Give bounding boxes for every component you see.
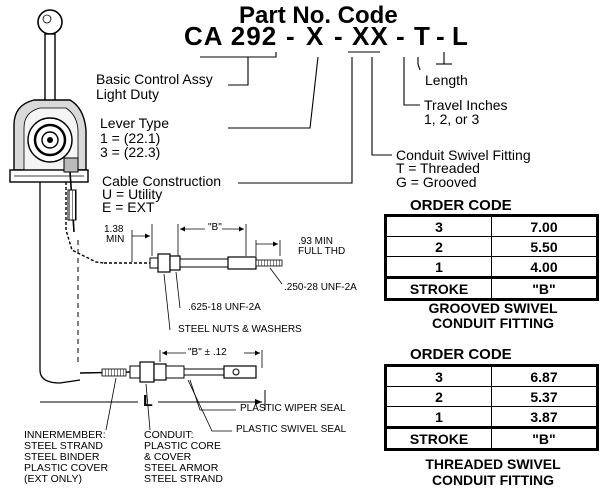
dim-l: L	[143, 393, 153, 410]
order-code: 2	[385, 386, 492, 407]
dim-138-min: MIN	[106, 234, 125, 245]
cable-utility: U = Utility	[102, 186, 163, 202]
table-footer-row: STROKE "B"	[385, 276, 598, 300]
travel-inches-label: Travel Inches	[424, 97, 508, 113]
lever-type-3: 3 = (22.3)	[100, 144, 161, 160]
stroke-value: 7.00	[491, 215, 598, 237]
order-code: 3	[385, 365, 492, 387]
stroke-value: 4.00	[491, 256, 598, 278]
conduit-threaded: T = Threaded	[396, 160, 480, 176]
part-code-title: Part No. Code	[239, 2, 398, 29]
stroke-value: 3.87	[491, 406, 598, 428]
grooved-order-table: 3 7.00 2 5.50 1 4.00 STROKE "B"	[384, 214, 599, 301]
lever-type-1: 1 = (22.1)	[100, 130, 161, 146]
inner-member-3: STEEL BINDER	[24, 451, 100, 463]
table-row: 3 6.87	[385, 365, 598, 387]
dim-b-tol: "B" ± .12	[188, 347, 227, 358]
threaded-cable-assembly	[79, 350, 263, 432]
steel-nuts-label: STEEL NUTS & WASHERS	[178, 324, 302, 335]
conduit-note-4: STEEL ARMOR	[144, 462, 219, 474]
stroke-value: 5.50	[491, 236, 598, 257]
basic-assy-label: Basic Control Assy	[96, 71, 213, 87]
table-row: 2 5.37	[385, 386, 598, 407]
cable-lower	[39, 182, 81, 384]
thread-250: .250-28 UNF-2A	[284, 282, 357, 293]
lever-type-label: Lever Type	[100, 115, 170, 131]
stroke-symbol: "B"	[491, 276, 598, 300]
thread-625: .625-18 UNF-2A	[188, 302, 261, 313]
conduit-note-5: STEEL STRAND	[144, 473, 223, 485]
code-leader-lines	[200, 51, 452, 184]
code-l: L	[452, 21, 469, 51]
light-duty-label: Light Duty	[96, 86, 160, 102]
code-dash-4: -	[436, 21, 446, 51]
dim-full-thd: FULL THD	[298, 246, 346, 257]
code-t: T	[414, 21, 431, 51]
threaded-order-code-heading: ORDER CODE	[410, 346, 512, 363]
table-row: 1 3.87	[385, 406, 598, 428]
conduit-note-2: PLASTIC CORE	[144, 440, 222, 452]
travel-options: 1, 2, or 3	[424, 111, 480, 127]
inner-member-2: STEEL STRAND	[24, 440, 103, 452]
dim-138: 1.38	[104, 224, 124, 235]
threaded-caption-1: THREADED SWIVEL	[425, 456, 561, 472]
order-code: 1	[385, 406, 492, 428]
dim-b: "B"	[208, 222, 222, 233]
control-lever	[37, 9, 63, 107]
conduit-swivel-label: Conduit Swivel Fitting	[396, 147, 531, 163]
cable-ext: E = EXT	[102, 199, 155, 215]
stroke-symbol: "B"	[491, 426, 598, 450]
wiper-seal-label: PLASTIC WIPER SEAL	[240, 403, 346, 414]
code-dash-1: -	[286, 21, 296, 51]
stroke-label: STROKE	[385, 276, 492, 300]
threaded-caption-2: CONDUIT FITTING	[431, 472, 555, 488]
code-dash-3: -	[396, 21, 406, 51]
inner-member-5: (EXT ONLY)	[24, 473, 82, 485]
cable-loop	[65, 182, 105, 264]
table-row: 3 7.00	[385, 215, 598, 237]
grooved-caption-1: GROOVED SWIVEL	[428, 300, 558, 316]
table-row: 2 5.50	[385, 236, 598, 257]
control-housing	[9, 99, 89, 233]
inner-member-4: PLASTIC COVER	[24, 462, 109, 474]
table-footer-row: STROKE "B"	[385, 426, 598, 450]
stroke-label: STROKE	[385, 426, 492, 450]
code-dash-2: -	[334, 21, 344, 51]
order-code: 3	[385, 215, 492, 237]
table-row: 1 4.00	[385, 256, 598, 278]
grooved-cable-assembly	[104, 224, 283, 331]
dim-93-min: .93 MIN	[298, 236, 334, 247]
grooved-caption-2: CONDUIT FITTING	[431, 315, 555, 331]
length-dimension	[40, 390, 266, 410]
conduit-grooved: G = Grooved	[396, 174, 477, 190]
conduit-note-1: CONDUIT:	[144, 429, 194, 441]
inner-member-1: INNERMEMBER:	[24, 429, 106, 441]
order-code: 2	[385, 236, 492, 257]
stroke-value: 6.87	[491, 365, 598, 387]
stroke-value: 5.37	[491, 386, 598, 407]
grooved-order-code-heading: ORDER CODE	[410, 197, 512, 214]
cable-construction-label: Cable Construction	[102, 173, 222, 189]
code-xx: XX	[352, 21, 389, 51]
order-code: 1	[385, 256, 492, 278]
code-x: X	[306, 21, 325, 51]
threaded-order-table: 3 6.87 2 5.37 1 3.87 STROKE "B"	[384, 364, 599, 451]
conduit-note-3: & COVER	[144, 451, 192, 463]
swivel-seal-label: PLASTIC SWIVEL SEAL	[236, 424, 347, 435]
length-label: Length	[425, 72, 468, 88]
code-prefix: CA 292	[184, 21, 278, 51]
